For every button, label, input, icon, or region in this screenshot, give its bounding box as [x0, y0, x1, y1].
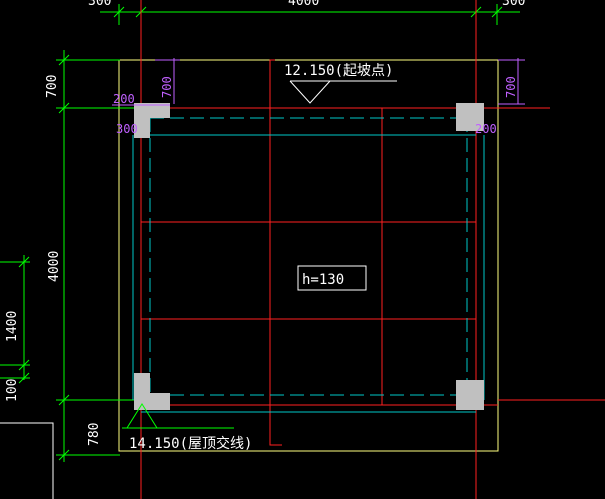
adjacent-outline: [0, 422, 54, 499]
dim-corner-tr-h: 200: [475, 122, 497, 136]
columns: [134, 103, 484, 410]
bottom-elevation-label: 14.150(屋顶交线): [129, 435, 252, 452]
elevation-marker-top: [289, 80, 397, 104]
far-left-dimension-lines: [0, 255, 30, 384]
left-dimension-lines: [56, 50, 135, 462]
elevation-marker-bottom: [122, 403, 234, 429]
dim-left-bottom: 780: [87, 423, 102, 446]
top-elevation-label: 12.150(起坡点): [284, 63, 393, 79]
column-top-left: [134, 103, 170, 138]
slab-outline: [118, 59, 499, 452]
dim-top-left: 300: [88, 0, 111, 9]
dim-far-left-a: 1400: [5, 311, 20, 342]
dim-corner-tr-vertical: 700: [504, 76, 518, 98]
slab-thickness-box: [297, 265, 367, 291]
dim-top-right: 300: [502, 0, 525, 9]
dim-corner-tl-vertical: 700: [160, 76, 174, 98]
slab-thickness-label: h=130: [302, 272, 344, 288]
dim-far-left-b: 100: [5, 379, 20, 402]
column-top-right: [456, 103, 484, 131]
dim-corner-tl-h-a: 200: [113, 92, 135, 106]
column-bottom-left: [134, 373, 170, 410]
column-bottom-right: [456, 380, 484, 410]
dim-left-middle: 4000: [47, 251, 62, 282]
beam-lines: [140, 0, 605, 499]
corner-dimension-lines: [112, 58, 525, 106]
dim-top-middle: 4000: [288, 0, 319, 9]
dim-left-top: 700: [45, 75, 60, 98]
inner-beam-lines: [132, 117, 485, 413]
dim-corner-tl-h-b: 300: [116, 122, 138, 136]
